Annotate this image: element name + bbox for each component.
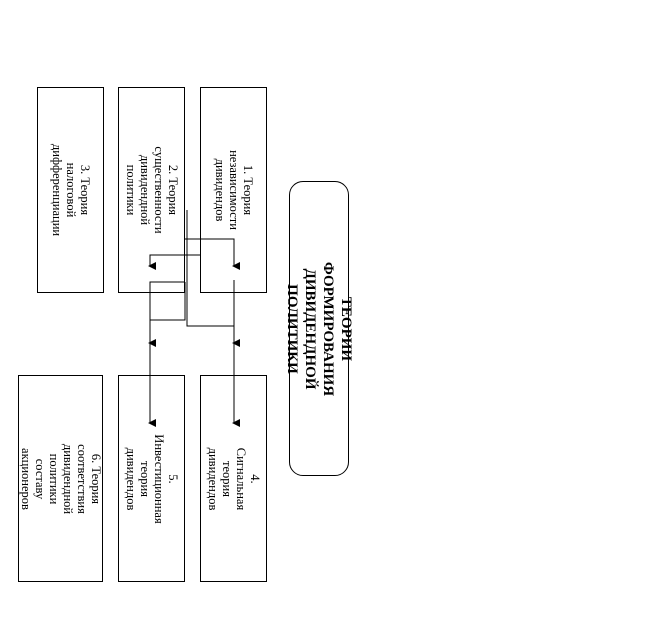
theory-box-1-label: 1. Теория независимости дивидендов: [212, 150, 255, 230]
theory-box-6-label: 6. Теория соответствия дивидендной полит…: [18, 443, 103, 514]
theory-box-3: 3. Теория налоговой дифференциации: [37, 87, 104, 293]
theory-box-6: 6. Теория соответствия дивидендной полит…: [18, 375, 103, 582]
theory-box-3-label: 3. Теория налоговой дифференциации: [49, 143, 92, 237]
diagram-title: ТЕОРИИ ФОРМИРОВАНИЯ ДИВИДЕНДНОЙ ПОЛИТИКИ: [284, 261, 354, 396]
theory-box-4-label: 4. Сигнальная теория дивидендов: [205, 447, 262, 510]
theory-box-2: 2. Теория существенности дивидендной пол…: [118, 87, 185, 293]
theory-box-5: 5. Инвестиционная теория дивидендов: [118, 375, 185, 582]
theory-box-5-label: 5. Инвестиционная теория дивидендов: [123, 433, 180, 524]
theory-box-4: 4. Сигнальная теория дивидендов: [200, 375, 267, 582]
title-box: ТЕОРИИ ФОРМИРОВАНИЯ ДИВИДЕНДНОЙ ПОЛИТИКИ: [284, 181, 354, 476]
theory-box-1: 1. Теория независимости дивидендов: [200, 87, 267, 293]
theory-box-2-label: 2. Теория существенности дивидендной пол…: [123, 146, 180, 234]
